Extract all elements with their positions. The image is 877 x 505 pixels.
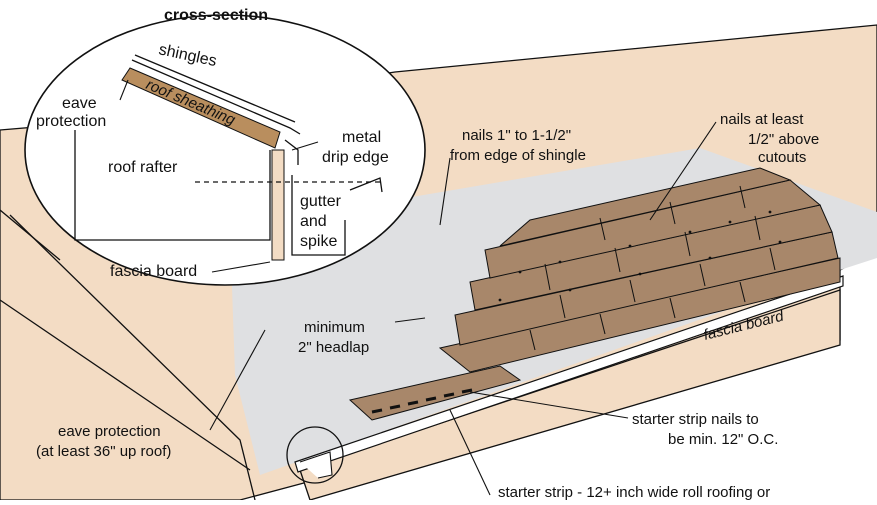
- nails-edge-label-2: from edge of shingle: [450, 147, 586, 164]
- shingle-tab-cutouts: [529, 185, 776, 351]
- starter-nails-label-1: starter strip nails to: [632, 411, 759, 428]
- gutter-label-1: gutter: [300, 193, 342, 210]
- eave-detail-callout: [286, 426, 344, 484]
- starter-strip-nail-marks: [371, 388, 473, 414]
- eave-protection-inset-label-2: protection: [36, 113, 106, 130]
- gutter-label-2: and: [300, 213, 327, 230]
- roof-rafter-label: roof rafter: [108, 159, 178, 176]
- gutter-label-3: spike: [300, 233, 337, 250]
- leader-lines: [119, 79, 717, 496]
- starter-strip-label: starter strip - 12+ inch wide roll roofi…: [498, 484, 770, 500]
- starter-nails-label-2: be min. 12" O.C.: [668, 431, 778, 448]
- inset-shingle-layer-2: [134, 54, 296, 123]
- fascia-board: [299, 289, 841, 501]
- metal-drip-edge-label-2: drip edge: [322, 149, 389, 166]
- inset-shingle-layer: [131, 59, 301, 135]
- nails-cutouts-label-2: 1/2" above: [748, 131, 819, 148]
- shingle-nail-dots: [498, 210, 782, 302]
- cross-section-title: cross-section: [164, 7, 268, 24]
- eave-detail-drip: [299, 451, 333, 479]
- inset-fascia-board: [271, 149, 285, 261]
- fascia-board-inset-label: fascia board: [110, 263, 197, 280]
- eave-protection-label-2: (at least 36" up roof): [36, 443, 171, 460]
- inset-rafter-outline: [74, 130, 271, 241]
- headlap-label-1: minimum: [304, 319, 365, 336]
- nails-edge-label-1: nails 1" to 1-1/2": [462, 127, 571, 144]
- shingle-courses: [438, 167, 841, 373]
- inset-drip-edge: [284, 139, 299, 165]
- inset-roof-sheathing: [121, 67, 281, 149]
- shingle-course-5: [499, 167, 792, 247]
- eave-protection-inset-label-1: eave: [62, 95, 97, 112]
- roof-left-slope: [9, 214, 256, 501]
- headlap-label-2: 2" headlap: [298, 339, 369, 356]
- cross-section-inset: [24, 14, 426, 286]
- nails-cutouts-label-1: nails at least: [720, 111, 804, 128]
- inset-gutter: [291, 175, 383, 256]
- eave-protection-label-1: eave protection: [58, 423, 161, 440]
- metal-drip-edge-label-1: metal: [342, 129, 381, 146]
- drip-edge-strip: [294, 275, 844, 473]
- nails-cutouts-label-3: cutouts: [758, 149, 806, 166]
